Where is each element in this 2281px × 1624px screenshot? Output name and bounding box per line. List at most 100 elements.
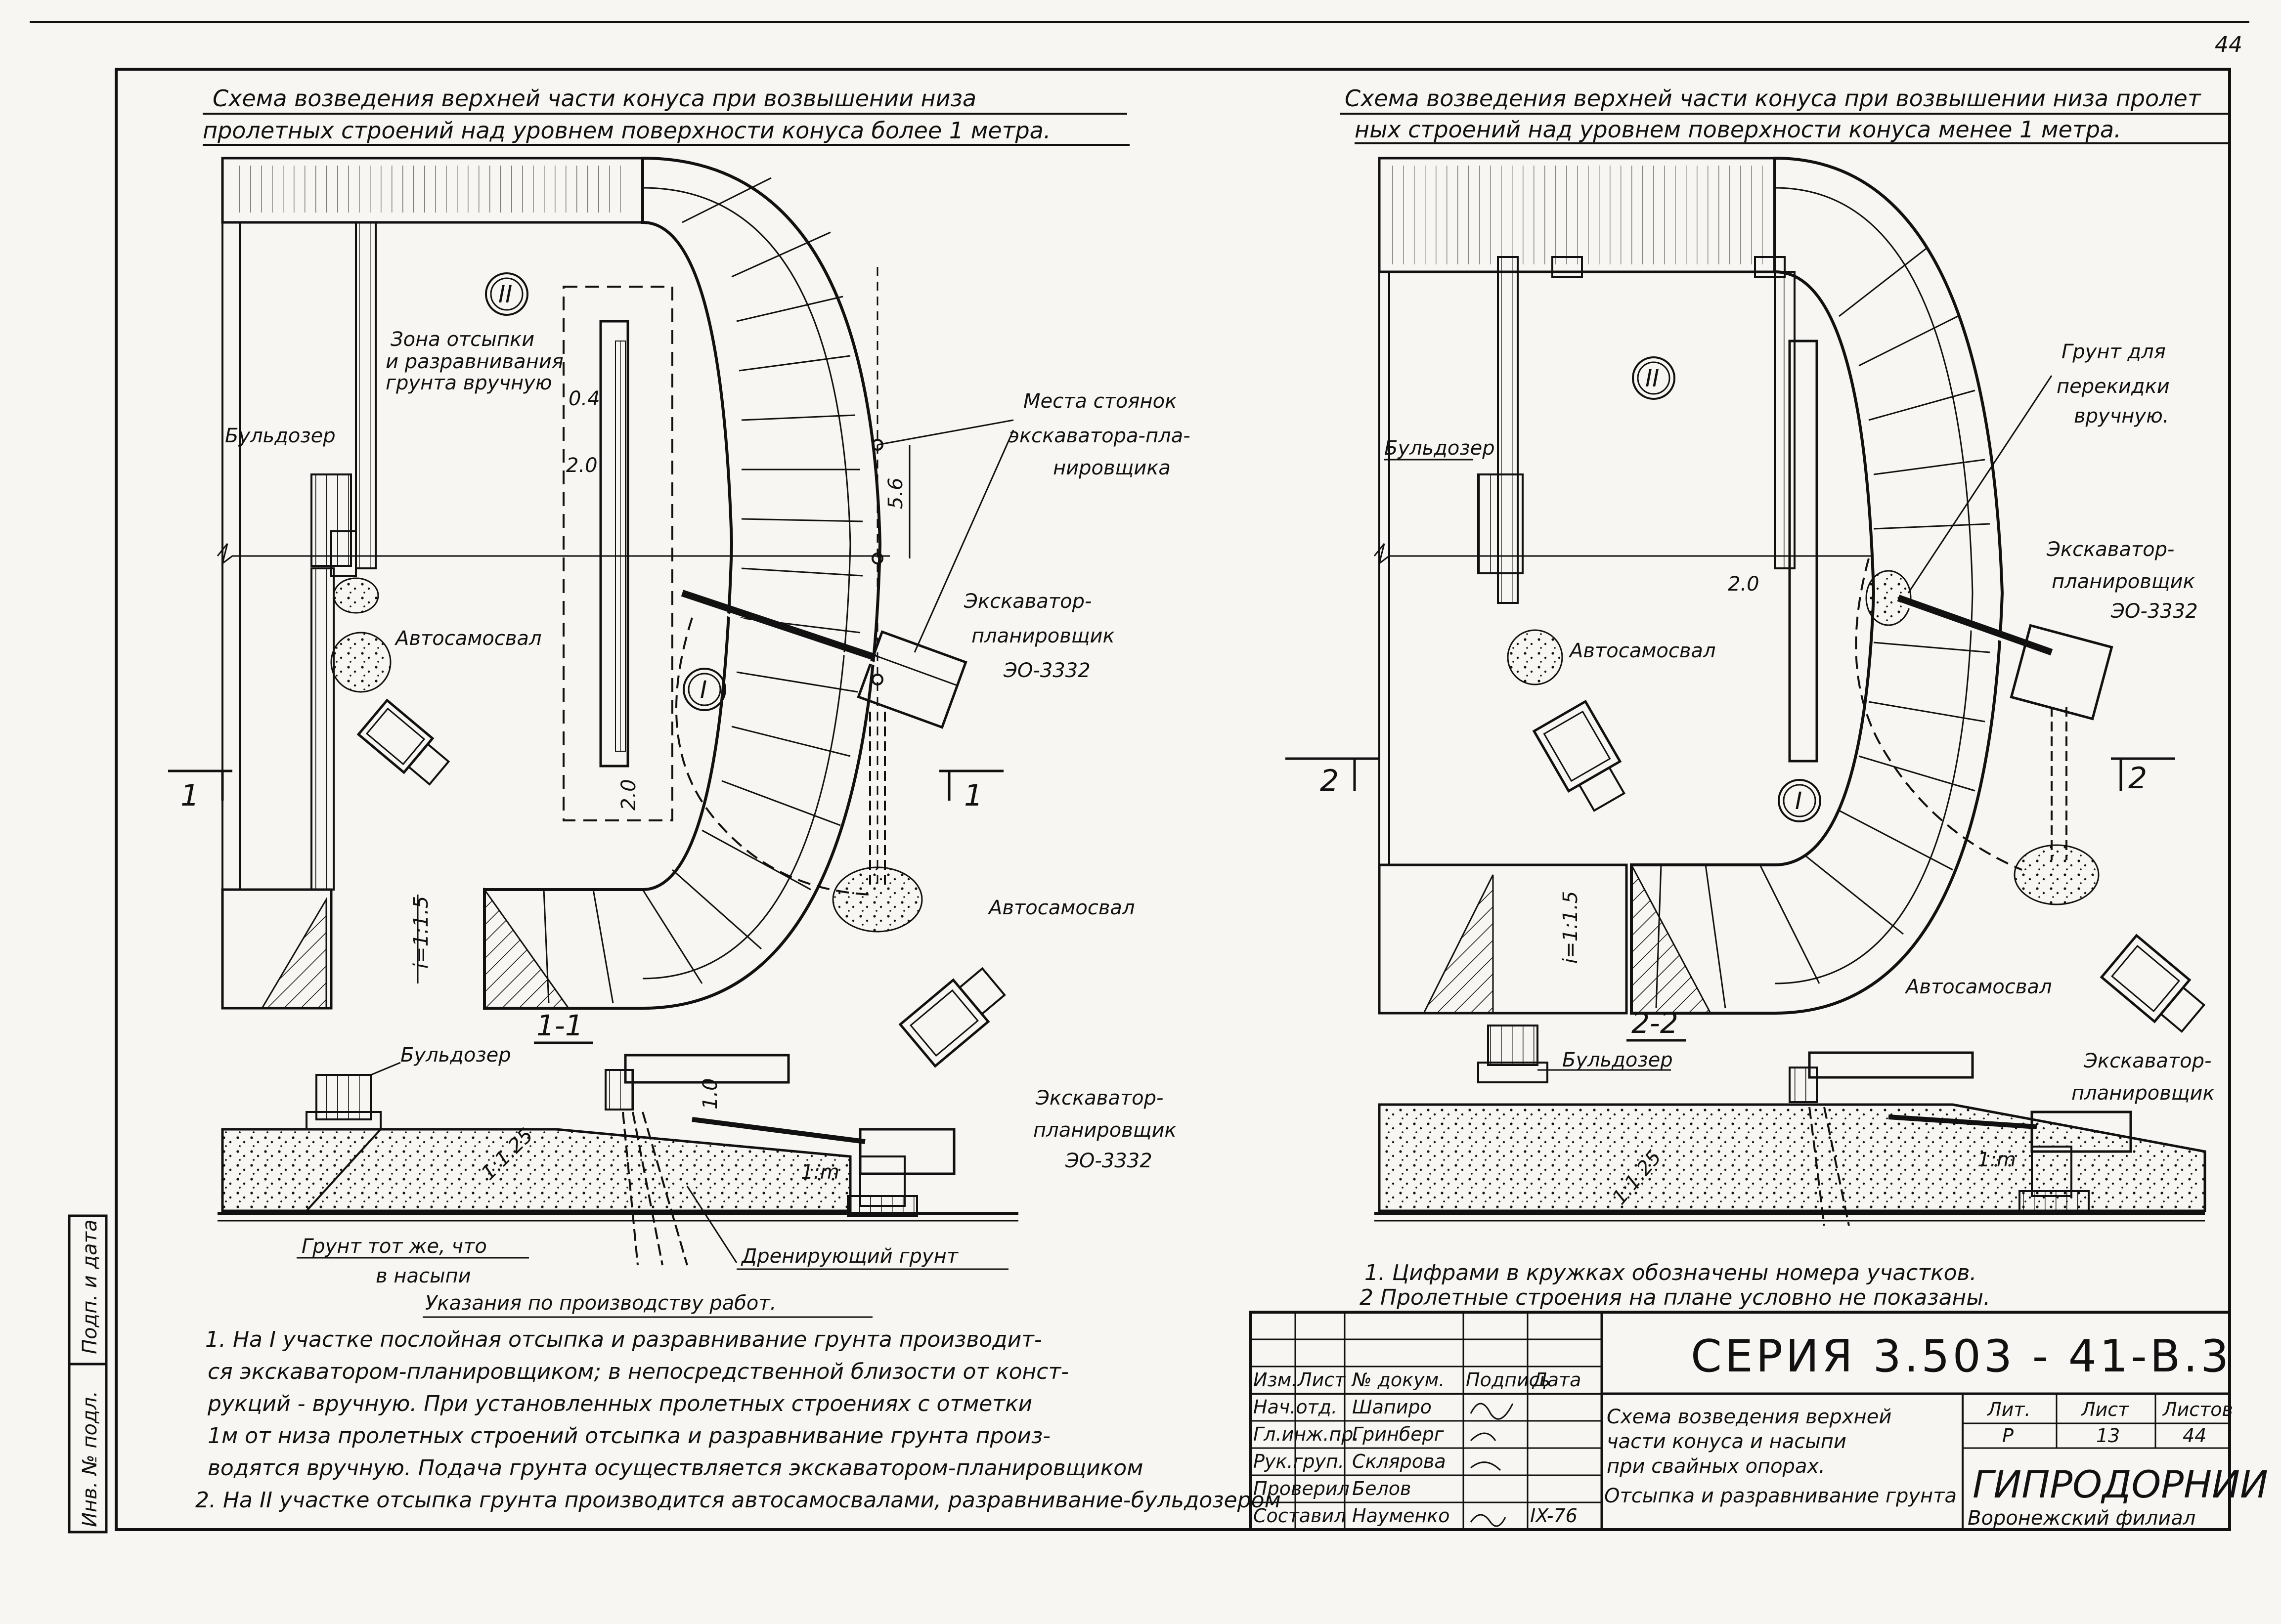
left-section-soil-same-1: Грунт тот же, что (302, 1235, 487, 1258)
instructions-line-3: рукций - вручную. При установленных прол… (207, 1391, 1032, 1416)
tb-name-4: Белов (1352, 1478, 1411, 1499)
left-title-line1: Схема возведения верхней части конуса пр… (213, 85, 976, 112)
left-excavator-line3: ЭО-3332 (1003, 659, 1091, 682)
left-plan-dim-20b: 2.0 (617, 779, 640, 811)
left-plan: II I 5.6 (168, 156, 1190, 1068)
left-plan-slope: i=1:1.5 (410, 896, 433, 969)
left-zone-label-1: Зона отсыпки (391, 328, 534, 351)
tb-name-5: Науменко (1352, 1505, 1449, 1527)
left-bulldozer-label: Бульдозер (225, 425, 336, 447)
right-bulldozer-label: Бульдозер (1384, 437, 1495, 460)
tb-branch: Воронежский филиал (1968, 1507, 2195, 1530)
left-dump-truck-2-label: Автосамосвал (987, 897, 1135, 919)
right-note-1: 1. Цифрами в кружках обозначены номера у… (1364, 1260, 1976, 1285)
left-plan-dim-56: 5.6 (884, 477, 907, 509)
left-section-drain-soil: Дренирующий грунт (741, 1245, 959, 1268)
left-dump-truck-label: Автосамосвал (394, 627, 542, 650)
sheet-frame (115, 68, 2231, 1531)
right-soil-manual-3: вручную. (2074, 405, 2169, 427)
right-section-bulldozer: Бульдозер (1562, 1049, 1673, 1071)
tb-name-3: Склярова (1352, 1451, 1446, 1472)
left-plan-dim-04: 0.4 (569, 387, 600, 410)
tb-sheet-label: Лист (2080, 1399, 2130, 1420)
title-block (1249, 1311, 2231, 1531)
tb-date: IX-76 (1530, 1505, 1578, 1527)
left-section-excavator-1: Экскаватор- (1035, 1087, 1163, 1110)
tb-role-1: Нач.отд. (1253, 1396, 1337, 1418)
tb-description-2: части конуса и насыпи (1607, 1430, 1846, 1453)
left-title-line2: пролетных строений над уровнем поверхнос… (203, 117, 1051, 144)
left-zone-label-2: и разравнивания (386, 350, 564, 373)
tb-name-1: Шапиро (1352, 1396, 1432, 1418)
instructions-line-1: 1. На I участке послойная отсыпка и разр… (205, 1327, 1042, 1352)
right-cut-mark-a: 2 (1320, 764, 1339, 798)
tb-header-doc: № докум. (1351, 1369, 1445, 1391)
tb-name-2: Гринберг (1352, 1423, 1445, 1445)
tb-header-sign: Подпись (1466, 1369, 1550, 1391)
tb-role-5: Составил (1253, 1505, 1346, 1527)
right-plan-dim-20: 2.0 (1728, 573, 1759, 596)
tb-role-4: Проверил (1253, 1478, 1350, 1499)
instructions-line-4: 1м от низа пролетных строений отсыпка и … (208, 1423, 1051, 1449)
right-dump-truck-2-label: Автосамосвал (1904, 976, 2052, 998)
tb-sheets: 44 (2183, 1425, 2206, 1447)
right-title-line1: Схема возведения верхней части конуса пр… (1345, 85, 2201, 112)
right-plan-section-I: I (1795, 787, 1802, 815)
tb-header-date: Дата (1532, 1369, 1581, 1391)
side-stamp-inventory: Инв. № подл. (79, 1391, 101, 1527)
left-plan-dim-20a: 2.0 (566, 454, 598, 477)
right-cut-mark-b: 2 (2128, 761, 2147, 796)
left-parking-line1: Места стоянок (1023, 390, 1177, 413)
right-title-line2: ных строений над уровнем поверхности кон… (1355, 116, 2121, 143)
tb-role-2: Гл.инж.пр. (1253, 1423, 1359, 1445)
instructions-line-2: ся экскаватором-планировщиком; в непосре… (208, 1359, 1069, 1384)
left-section-excavator-3: ЭО-3332 (1065, 1150, 1152, 1172)
left-excavator-line1: Экскаватор- (964, 590, 1092, 613)
right-section: 2-2 1:1.25 1:m Бульдозер Экскаватор- пла… (1374, 1006, 2215, 1226)
right-plan-slope: i=1:1.5 (1559, 891, 1582, 964)
left-zone-label-3: грунта вручную (386, 372, 552, 394)
left-plan-section-II: II (498, 281, 512, 308)
left-parking-line2: экскаватора-пла- (1009, 425, 1190, 447)
page-number: 44 (2215, 32, 2242, 57)
left-section-soil-same-2: в насыпи (376, 1265, 471, 1287)
signature-marks (1470, 1403, 1514, 1527)
left-section-dim-10: 1.0 (699, 1078, 722, 1110)
side-stamp-signature: Подп. и дата (79, 1220, 101, 1354)
left-section-excavator-2: планировщик (1033, 1119, 1177, 1142)
right-plan-section-II: II (1645, 365, 1659, 392)
right-soil-manual-1: Грунт для (2062, 341, 2166, 363)
instructions-line-6: 2. На II участке отсыпка грунта производ… (195, 1488, 1281, 1513)
right-soil-manual-2: перекидки (2057, 375, 2170, 398)
instructions-line-5: водятся вручную. Подача грунта осуществл… (208, 1455, 1143, 1481)
left-section-bulldozer: Бульдозер (400, 1044, 511, 1067)
right-excavator-line3: ЭО-3332 (2110, 600, 2198, 623)
right-section-title: 2-2 (1631, 1006, 1678, 1040)
right-excavator-line1: Экскаватор- (2046, 538, 2174, 561)
series-number: СЕРИЯ 3.503 - 41-В.3 (1691, 1330, 2232, 1382)
right-section-slope-m: 1:m (1977, 1149, 2016, 1171)
tb-role-3: Рук.груп. (1253, 1451, 1344, 1472)
left-section: 1-1 1:1.25 1.0 1:m Бульдозер Экскаватор-… (218, 1009, 1177, 1287)
left-cut-mark-b: 1 (964, 778, 983, 813)
tb-sheet: 13 (2096, 1425, 2120, 1447)
right-note-2: 2 Пролетные строения на плане условно не… (1360, 1285, 1990, 1310)
right-section-excavator-1: Экскаватор- (2083, 1050, 2211, 1072)
left-section-title: 1-1 (536, 1009, 583, 1042)
tb-description-4: Отсыпка и разравнивание грунта (1604, 1485, 1957, 1507)
left-plan-section-I: I (700, 676, 707, 704)
tb-org: ГИПРОДОРНИИ (1973, 1462, 2268, 1506)
tb-description-1: Схема возведения верхней (1607, 1406, 1891, 1428)
instructions-title: Указания по производству работ. (425, 1292, 776, 1315)
left-excavator-line2: планировщик (971, 625, 1115, 647)
left-section-slope-m: 1:m (801, 1161, 839, 1184)
right-excavator-line2: планировщик (2052, 570, 2195, 593)
right-plan: II I 2 2 2.0 i=1:1.5 Бульдо (1285, 156, 2206, 1033)
right-dump-truck-label: Автосамосвал (1568, 640, 1716, 662)
tb-lit: Р (2002, 1425, 2014, 1447)
left-cut-mark-a: 1 (180, 778, 199, 813)
tb-sheets-label: Листов (2162, 1399, 2233, 1420)
tb-header-izm: Изм. (1253, 1369, 1297, 1391)
tb-header-list: Лист (1297, 1369, 1346, 1391)
